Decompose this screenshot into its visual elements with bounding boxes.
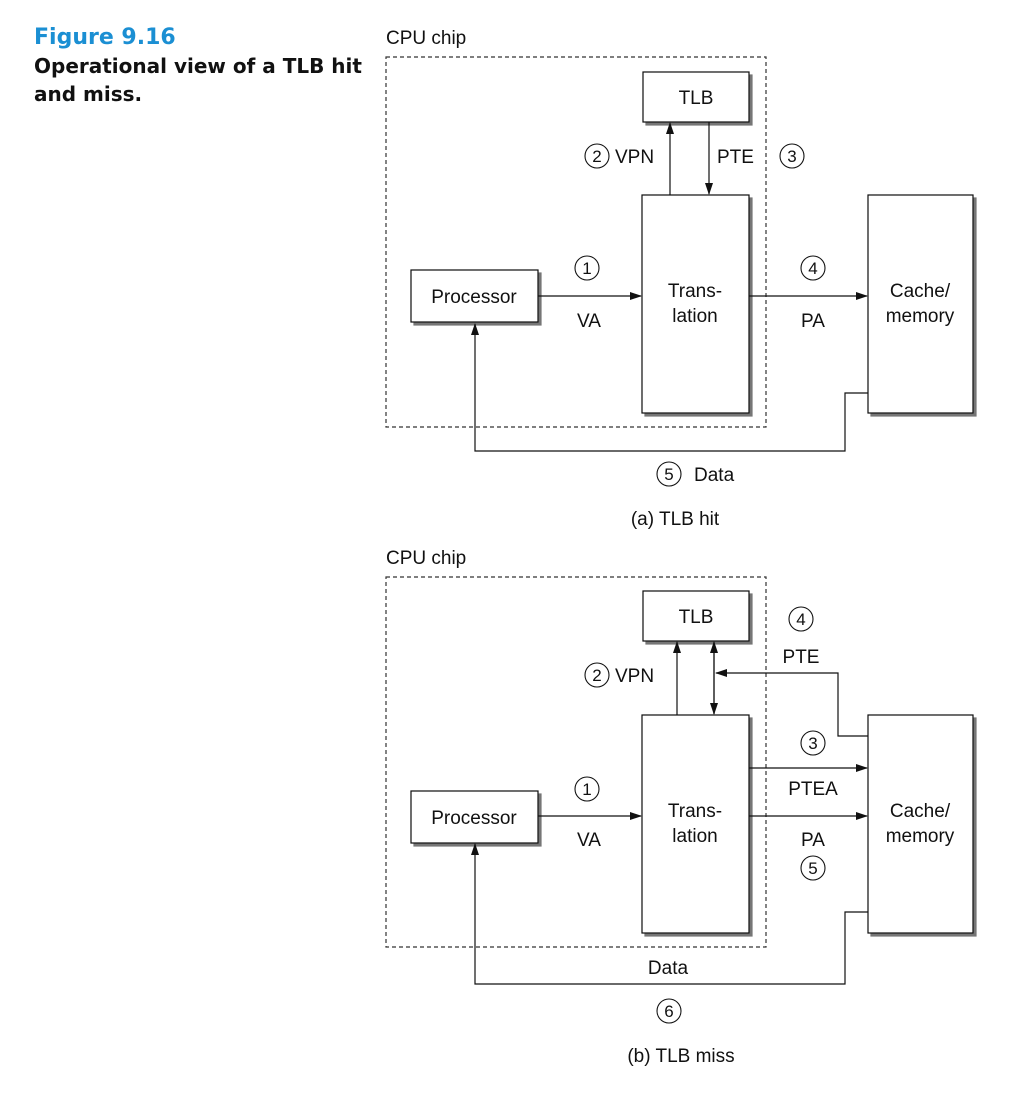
hit-pte-label: PTE (717, 147, 754, 168)
tlb-miss-diagram: CPU chip TLB Processor Trans- lation Cac… (385, 548, 974, 1067)
hit-cache-box (867, 194, 974, 414)
miss-pte-label: PTE (783, 647, 820, 668)
hit-va-label: VA (577, 311, 601, 332)
hit-step-4-number: 4 (808, 259, 817, 278)
figure-caption: Figure 9.16 Operational view of a TLB hi… (34, 24, 364, 108)
tlb-hit-diagram: CPU chip TLB Processor Trans- lation Cac… (385, 28, 974, 530)
miss-step-4-circle (788, 606, 814, 632)
miss-data-label: Data (648, 958, 689, 979)
hit-processor-label: Processor (431, 287, 517, 308)
miss-processor-label: Processor (431, 808, 517, 829)
miss-cpu-chip-label: CPU chip (386, 548, 466, 569)
figure-number: Figure 9.16 (34, 25, 176, 50)
hit-cache-label-2: memory (886, 306, 955, 327)
hit-cpu-chip-boundary (385, 56, 767, 428)
miss-step-3-number: 3 (808, 734, 817, 753)
hit-step-1-circle (574, 255, 600, 281)
miss-step-2-circle (584, 662, 610, 688)
miss-step-3-circle (800, 730, 826, 756)
miss-translation-box (641, 714, 750, 934)
miss-cache-box (867, 714, 974, 934)
figure-title: Operational view of a TLB hit and miss. (34, 54, 362, 106)
miss-tlb-label: TLB (679, 607, 714, 628)
hit-step-5-circle (656, 461, 682, 487)
miss-processor-box (410, 790, 539, 844)
hit-vpn-label: VPN (615, 147, 654, 168)
miss-translation-label-1: Trans- (668, 801, 722, 822)
hit-translation-box (641, 194, 750, 414)
miss-cpu-chip-boundary (385, 576, 767, 948)
miss-vpn-label: VPN (615, 666, 654, 687)
miss-step-5-circle (800, 855, 826, 881)
miss-cache-label-1: Cache/ (890, 801, 951, 822)
hit-pa-label: PA (801, 311, 825, 332)
hit-tlb-label: TLB (679, 88, 714, 109)
miss-step-1-number: 1 (582, 780, 591, 799)
hit-step-3-number: 3 (787, 147, 796, 166)
hit-caption: (a) TLB hit (631, 509, 720, 530)
hit-cpu-chip-label: CPU chip (386, 28, 466, 49)
miss-translation-label-2: lation (672, 826, 717, 847)
hit-data-label: Data (694, 465, 735, 486)
miss-ptea-label: PTEA (788, 779, 838, 800)
miss-step-6-number: 6 (664, 1002, 673, 1021)
miss-tlb-box (642, 590, 750, 642)
hit-cache-label-1: Cache/ (890, 281, 951, 302)
hit-step-2-circle (584, 143, 610, 169)
hit-step-5-number: 5 (664, 465, 673, 484)
hit-step-3-circle (779, 143, 805, 169)
miss-caption: (b) TLB miss (627, 1046, 734, 1067)
hit-data-arrow (471, 323, 868, 452)
hit-translation-label-2: lation (672, 306, 717, 327)
miss-va-label: VA (577, 830, 601, 851)
miss-step-1-circle (574, 776, 600, 802)
miss-data-arrow (471, 843, 868, 985)
hit-step-2-number: 2 (592, 147, 601, 166)
miss-step-6-circle (656, 998, 682, 1024)
miss-step-5-number: 5 (808, 859, 817, 878)
hit-step-4-circle (800, 255, 826, 281)
miss-step-2-number: 2 (592, 666, 601, 685)
miss-step-4-number: 4 (796, 610, 805, 629)
hit-step-1-number: 1 (582, 259, 591, 278)
miss-cache-label-2: memory (886, 826, 955, 847)
hit-translation-label-1: Trans- (668, 281, 722, 302)
miss-pte-arrow (715, 669, 868, 737)
miss-pa-label: PA (801, 830, 825, 851)
hit-tlb-box (642, 71, 750, 123)
